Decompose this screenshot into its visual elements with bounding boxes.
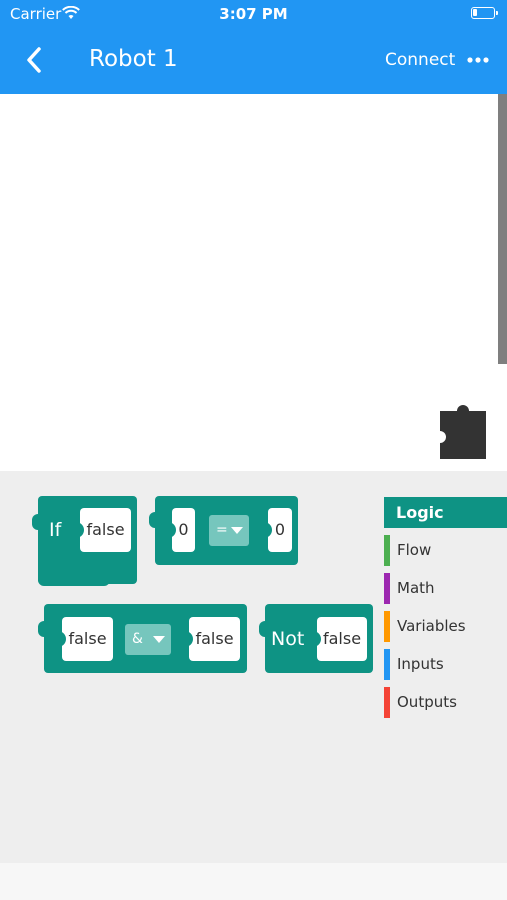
category-color-swatch xyxy=(384,687,390,718)
category-item-logic[interactable]: Logic xyxy=(384,497,507,528)
and-operator-label: & xyxy=(132,631,143,647)
compare-operator-label: = xyxy=(216,522,228,538)
and-operator-dropdown[interactable]: & xyxy=(125,624,171,655)
compare-right-slot[interactable]: 0 xyxy=(262,508,292,552)
category-label: Flow xyxy=(397,541,432,559)
category-label: Math xyxy=(397,579,435,597)
wifi-icon xyxy=(62,6,80,19)
compare-operator-dropdown[interactable]: = xyxy=(209,515,249,546)
status-bar: Carrier 3:07 PM xyxy=(0,0,507,28)
nav-bar: Robot 1 Connect xyxy=(0,28,507,94)
and-left-slot[interactable]: false xyxy=(56,617,113,661)
category-color-swatch xyxy=(384,649,390,680)
category-item-flow[interactable]: Flow xyxy=(384,535,507,566)
ellipsis-icon[interactable] xyxy=(466,56,490,64)
category-item-outputs[interactable]: Outputs xyxy=(384,687,507,718)
category-color-swatch xyxy=(384,535,390,566)
category-color-swatch xyxy=(384,611,390,642)
compare-left-slot[interactable]: 0 xyxy=(166,508,195,552)
chevron-left-icon[interactable] xyxy=(24,47,46,73)
caret-down-icon xyxy=(153,636,165,643)
carrier-label: Carrier xyxy=(10,5,62,23)
not-label: Not xyxy=(271,628,305,650)
caret-down-icon xyxy=(231,527,243,534)
category-label: Inputs xyxy=(397,655,444,673)
connect-button[interactable]: Connect xyxy=(385,50,456,70)
if-condition-slot[interactable]: false xyxy=(74,508,131,552)
workspace-scrollbar[interactable] xyxy=(498,94,507,364)
status-time: 3:07 PM xyxy=(219,5,288,23)
category-logic-label: Logic xyxy=(396,503,444,522)
category-color-swatch xyxy=(384,573,390,604)
category-label: Outputs xyxy=(397,693,457,711)
battery-icon xyxy=(471,7,498,19)
block-connector xyxy=(259,621,265,637)
and-right-slot[interactable]: false xyxy=(183,617,240,661)
category-item-variables[interactable]: Variables xyxy=(384,611,507,642)
puzzle-piece-icon[interactable] xyxy=(438,397,488,459)
workspace-canvas[interactable] xyxy=(0,94,507,471)
if-block-bottom-arm xyxy=(38,560,110,586)
category-label: Variables xyxy=(397,617,466,635)
category-item-math[interactable]: Math xyxy=(384,573,507,604)
page-title: Robot 1 xyxy=(89,46,178,72)
block-connector xyxy=(38,621,44,637)
block-connector xyxy=(32,514,38,530)
block-connector xyxy=(149,512,155,528)
bottom-bar xyxy=(0,863,507,900)
not-value-slot[interactable]: false xyxy=(311,617,367,661)
if-label: If xyxy=(49,519,62,541)
category-item-inputs[interactable]: Inputs xyxy=(384,649,507,680)
